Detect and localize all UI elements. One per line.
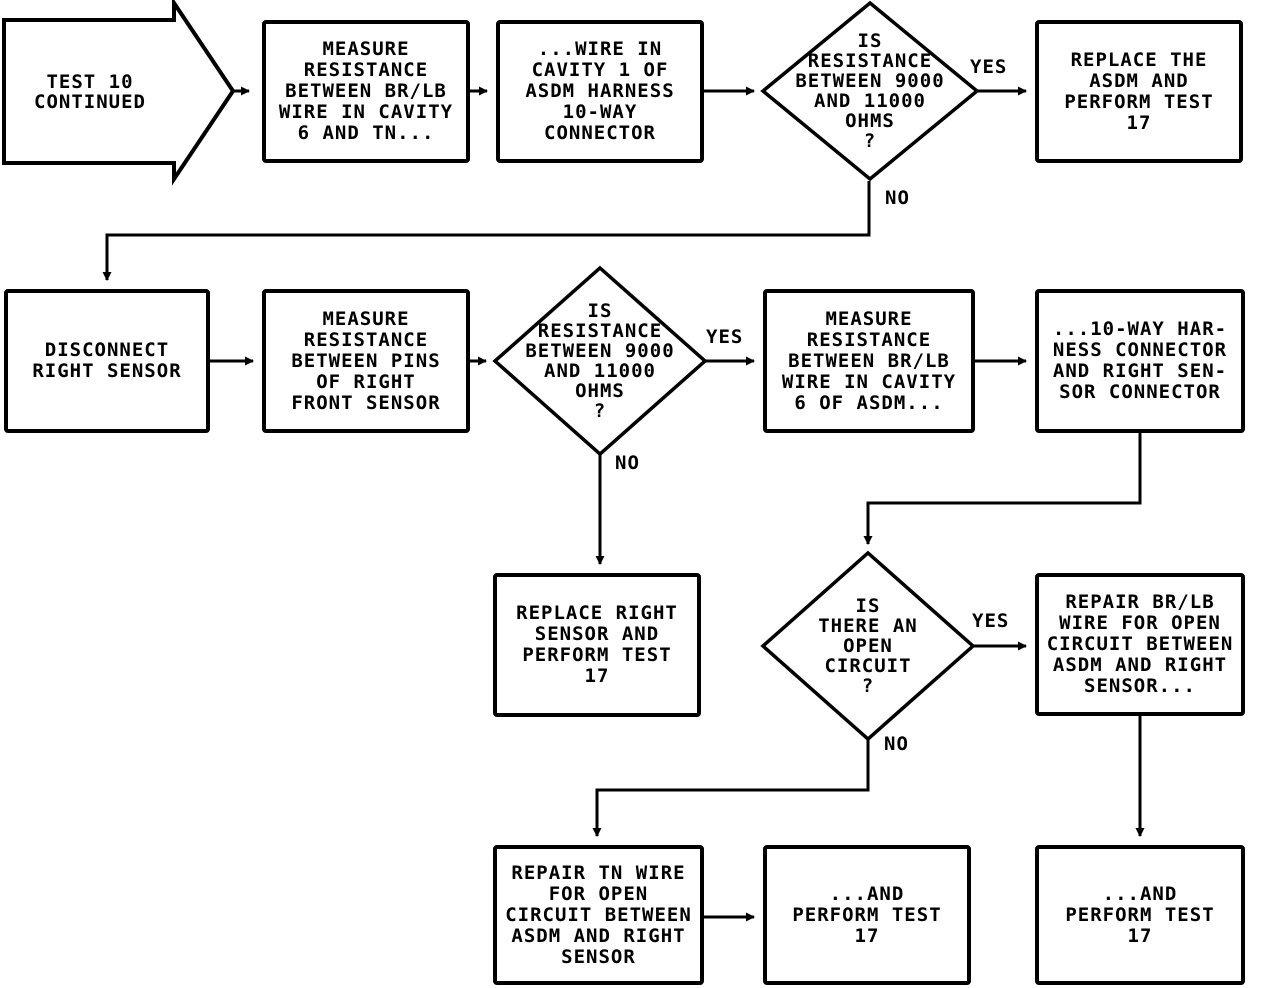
process-measure-brlb-cavity6-asdm: MEASURE RESISTANCE BETWEEN BR/LB WIRE IN… (763, 289, 975, 433)
process-measure-pins-right-front: MEASURE RESISTANCE BETWEEN PINS OF RIGHT… (262, 289, 470, 433)
edge-label-decision3-yes: YES (972, 610, 1010, 632)
edge-label-decision1-no: NO (885, 187, 910, 209)
process-measure-brlb-cavity6-tn: MEASURE RESISTANCE BETWEEN BR/LB WIRE IN… (262, 20, 470, 163)
decision-resistance-1-label: IS RESISTANCE BETWEEN 9000 AND 11000 OHM… (795, 30, 945, 152)
process-perform-test-17-right: ...AND PERFORM TEST 17 (1035, 845, 1245, 985)
edge-decision3-no (592, 740, 870, 837)
edge-label-decision2-yes: YES (706, 326, 744, 348)
process-disconnect-right-sensor: DISCONNECT RIGHT SENSOR (4, 289, 210, 433)
edge-decision1-no (102, 181, 871, 281)
process-harness-and-sensor-connector: ...10-WAY HAR- NESS CONNECTOR AND RIGHT … (1035, 289, 1245, 433)
process-repair-tn-wire: REPAIR TN WIRE FOR OPEN CIRCUIT BETWEEN … (493, 845, 704, 985)
decision-open-circuit-label: IS THERE AN OPEN CIRCUIT ? (818, 595, 918, 697)
decision-resistance-2-label: IS RESISTANCE BETWEEN 9000 AND 11000 OHM… (525, 300, 675, 422)
process-replace-right-sensor: REPLACE RIGHT SENSOR AND PERFORM TEST 17 (493, 573, 701, 717)
start-offpage-label: TEST 10 CONTINUED (34, 70, 146, 113)
decision-diamond-resistance-1 (760, 0, 980, 182)
process-wire-cavity1-asdm: ...WIRE IN CAVITY 1 OF ASDM HARNESS 10-W… (496, 20, 704, 163)
edge-harness-to-decision3 (863, 433, 1142, 545)
process-repair-brlb-wire: REPAIR BR/LB WIRE FOR OPEN CIRCUIT BETWE… (1035, 573, 1245, 716)
edge-label-decision1-yes: YES (970, 56, 1008, 78)
process-perform-test-17-mid: ...AND PERFORM TEST 17 (763, 845, 971, 985)
decision-diamond-open-circuit (760, 550, 976, 742)
process-replace-asdm: REPLACE THE ASDM AND PERFORM TEST 17 (1035, 20, 1243, 163)
offpage-arrow-shape (2, 0, 236, 186)
edge-label-decision2-no: NO (615, 452, 640, 474)
edge-label-decision3-no: NO (884, 733, 909, 755)
decision-diamond-resistance-2 (492, 265, 708, 457)
